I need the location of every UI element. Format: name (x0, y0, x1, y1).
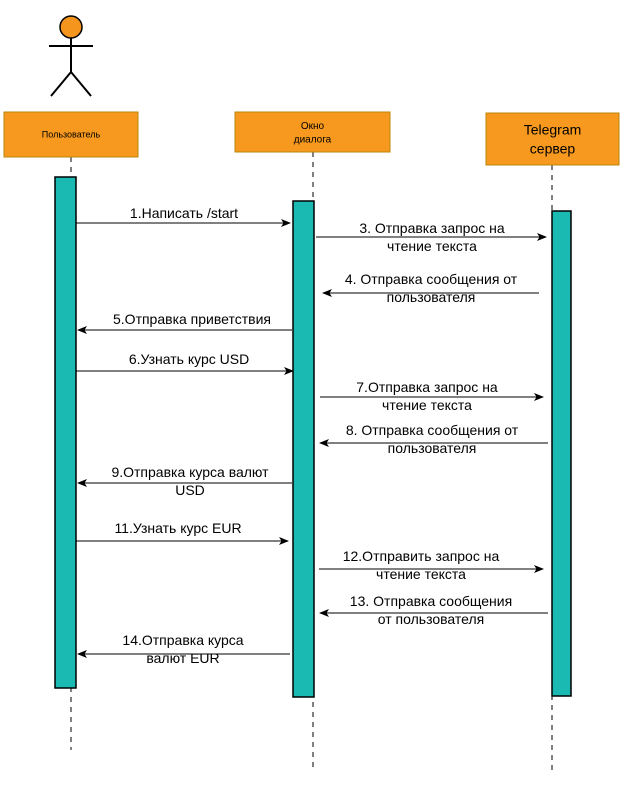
message-label: валют EUR (146, 650, 219, 666)
message-label: 8. Отправка сообщения от (346, 422, 519, 438)
user-actor-icon (49, 15, 93, 97)
message-1: 1.Написать /start (76, 205, 291, 227)
message-9: 11.Узнать курс EUR (76, 520, 289, 545)
server-activation-bar (551, 210, 572, 697)
server-label: сервер (530, 140, 576, 156)
message-6: 7.Отправка запрос на чтение текста (320, 379, 544, 413)
message-label: чтение текста (376, 566, 466, 582)
message-7: 8. Отправка сообщения от пользователя (319, 422, 548, 456)
server-participant-box: Telegram сервер (485, 112, 620, 166)
message-11: 13. Отправка сообщения от пользователя (319, 593, 548, 627)
message-2: 3. Отправка запрос на чтение текста (316, 220, 547, 254)
message-label: 13. Отправка сообщения (350, 593, 512, 609)
user-activation-bar (54, 176, 77, 689)
message-label: USD (175, 482, 205, 498)
dialog-participant-box: Окно диалога (234, 111, 391, 153)
message-label: чтение текста (382, 397, 472, 413)
dialog-label: диалога (294, 134, 332, 145)
message-3: 4. Отправка сообщения от пользователя (322, 271, 539, 305)
message-4: 5.Отправка приветствия (77, 311, 292, 334)
message-10: 12.Отправить запрос на чтение текста (319, 548, 544, 582)
message-label: пользователя (388, 440, 477, 456)
message-label: 6.Узнать курс USD (129, 351, 249, 367)
message-label: 7.Отправка запрос на (356, 379, 498, 395)
message-label: 3. Отправка запрос на (359, 220, 505, 236)
user-participant-box: Пользователь (3, 111, 139, 158)
message-label: 9.Отправка курса валют (111, 464, 269, 480)
user-label: Пользователь (42, 130, 101, 140)
message-label: пользователя (387, 289, 476, 305)
message-label: 1.Написать /start (130, 205, 238, 221)
message-label: от пользователя (378, 611, 484, 627)
message-label: 4. Отправка сообщения от (345, 271, 518, 287)
message-12: 14.Отправка курса валют EUR (77, 632, 290, 666)
message-label: чтение текста (387, 238, 477, 254)
message-label: 11.Узнать курс EUR (114, 520, 241, 536)
dialog-activation-bar (292, 200, 315, 698)
message-label: 12.Отправить запрос на (343, 548, 500, 564)
message-label: 14.Отправка курса (122, 632, 243, 648)
message-label: 5.Отправка приветствия (113, 311, 271, 327)
server-label: Telegram (524, 121, 582, 137)
dialog-label: Окно (301, 121, 325, 132)
message-5: 6.Узнать курс USD (76, 351, 294, 375)
